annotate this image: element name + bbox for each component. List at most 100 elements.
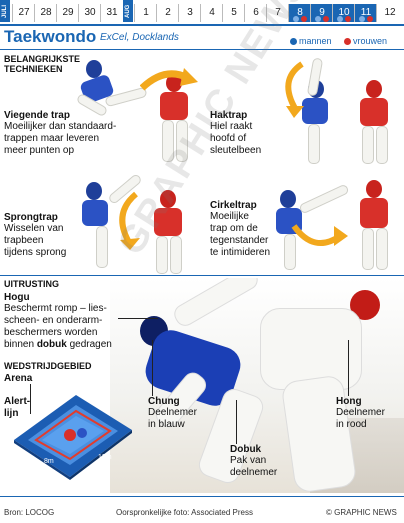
arena-blue-marker — [77, 428, 87, 438]
day-cell: 6 — [244, 4, 267, 22]
technique-desc-line: sleutelbeen — [210, 145, 262, 156]
women-event-dot — [367, 16, 373, 22]
legend-men: mannen — [290, 36, 332, 46]
chung-desc-line: Deelnemer — [148, 407, 197, 418]
match-photo — [110, 278, 404, 493]
dimension-12m: 12m — [98, 454, 112, 461]
hogu-desc-line: beschermers worden — [4, 327, 98, 338]
red-helmet — [366, 180, 382, 198]
hong-label: Hong Deelnemer in rood — [336, 396, 402, 431]
red-helmet — [166, 74, 182, 92]
technique-desc-line: Moeilijker dan standaard- — [4, 121, 117, 132]
hogu-desc-line: scheen- en onderarm- — [4, 315, 103, 326]
red-leg — [162, 120, 174, 162]
legend-women-label: vrouwen — [353, 36, 388, 46]
arena-leader-line — [30, 384, 31, 414]
month-label-july: JULI — [0, 0, 10, 22]
day-cell: 7 — [266, 4, 289, 22]
hogu-desc-pre: binnen — [4, 339, 37, 350]
red-helmet — [366, 80, 382, 98]
copyright-credit: © GRAPHIC NEWS — [326, 508, 397, 517]
dobuk-desc-line: deelnemer — [230, 467, 278, 478]
technique-desc-line: tijdens sprong — [4, 247, 67, 258]
chung-name: Chung — [148, 396, 180, 407]
technique-desc-line: trapbeen — [4, 235, 44, 246]
blue-leg — [96, 226, 108, 268]
alert-line-label-2: lijn — [4, 408, 19, 419]
men-legend-dot — [290, 38, 297, 46]
women-event-dot — [301, 16, 307, 22]
arena-heading: WEDSTRIJDGEBIED — [4, 361, 92, 371]
hong-desc-line: in rood — [336, 419, 367, 430]
technique-desc-line: Hiel raakt — [210, 121, 253, 132]
technique-desc-line: Wisselen van — [4, 223, 64, 234]
hong-leader-line — [348, 340, 349, 396]
arena-diagram: 8m 12m — [14, 395, 132, 480]
technique-desc-line: meer punten op — [4, 145, 75, 156]
red-leg — [362, 228, 374, 270]
blue-standing-leg — [308, 124, 320, 164]
legend-men-label: mannen — [299, 36, 332, 46]
alert-line-label-1: Alert- — [4, 396, 31, 407]
dimension-8m: 8m — [44, 458, 54, 465]
arena-label: Arena — [4, 373, 33, 384]
day-cell: 2 — [156, 4, 179, 22]
techniques-heading-line2: TECHNIEKEN — [4, 64, 63, 74]
divider — [0, 49, 404, 50]
technique-desc-line: tegenstander — [210, 235, 269, 246]
day-cell: 29 — [56, 4, 79, 22]
women-event-dot — [345, 16, 351, 22]
men-event-dot — [293, 16, 299, 22]
source-credit: Bron: LOCOG — [4, 508, 55, 517]
day-cell: 5 — [222, 4, 245, 22]
blue-helmet — [86, 182, 102, 200]
chung-leader-line — [152, 340, 153, 396]
day-cell: 1 — [134, 4, 157, 22]
venue-subtitle: ExCel, Docklands — [100, 32, 179, 43]
dobuk-leader-line — [236, 400, 237, 444]
blue-kicking-leg — [298, 183, 350, 215]
men-event-dot — [315, 16, 321, 22]
technique-jump-kick: Sprongtrap Wisselen van trapbeen tijdens… — [4, 212, 84, 259]
technique-axe-kick: Haktrap Hiel raakt hoofd of sleutelbeen — [210, 110, 290, 157]
technique-name: Sprongtrap — [4, 212, 58, 223]
page-title: Taekwondo — [4, 27, 97, 46]
day-cell: 30 — [78, 4, 101, 22]
dobuk-label: Dobuk Pak van deelnemer — [230, 444, 310, 479]
technique-name: Haktrap — [210, 110, 248, 121]
hogu-desc-line: Beschermt romp – lies- — [4, 303, 107, 314]
chung-desc-line: in blauw — [148, 419, 185, 430]
red-leg — [376, 228, 388, 270]
red-leg — [176, 120, 188, 162]
divider — [0, 496, 404, 497]
jump-kick-illustration — [78, 170, 198, 275]
hogu-description: Hogu Beschermt romp – lies- scheen- en o… — [4, 292, 134, 351]
blue-helmet — [86, 60, 102, 78]
day-cell-highlight: 9 — [310, 4, 333, 22]
women-event-dot — [323, 16, 329, 22]
red-leg — [170, 236, 182, 274]
blue-leg — [284, 234, 296, 270]
day-cell: 27 — [12, 4, 35, 22]
day-cell: 4 — [200, 4, 223, 22]
motion-arrow-icon — [285, 61, 304, 118]
dobuk-name: Dobuk — [230, 444, 262, 455]
technique-flying-kick: Viegende trap Moeilijker dan standaard- … — [4, 110, 164, 157]
photo-credit: Oorspronkelijke foto: Associated Press — [116, 508, 253, 517]
chung-label: Chung Deelnemer in blauw — [148, 396, 218, 431]
hong-desc-line: Deelnemer — [336, 407, 385, 418]
blue-fighter-arm — [170, 278, 262, 330]
technique-desc-line: trap om de — [210, 223, 258, 234]
red-body-protector — [160, 92, 188, 120]
hong-name: Hong — [336, 396, 362, 407]
hogu-leader-line — [118, 318, 158, 319]
technique-desc-line: trappen maar leveren — [4, 133, 100, 144]
red-body-protector — [360, 198, 388, 228]
legend-women: vrouwen — [344, 36, 387, 46]
hogu-name: Hogu — [4, 292, 30, 303]
red-helmet — [160, 190, 176, 208]
red-fighter-body — [260, 308, 362, 390]
technique-name: Viegende trap — [4, 110, 70, 121]
day-cell-highlight: 10 — [332, 4, 355, 22]
roundhouse-kick-illustration — [270, 172, 400, 272]
